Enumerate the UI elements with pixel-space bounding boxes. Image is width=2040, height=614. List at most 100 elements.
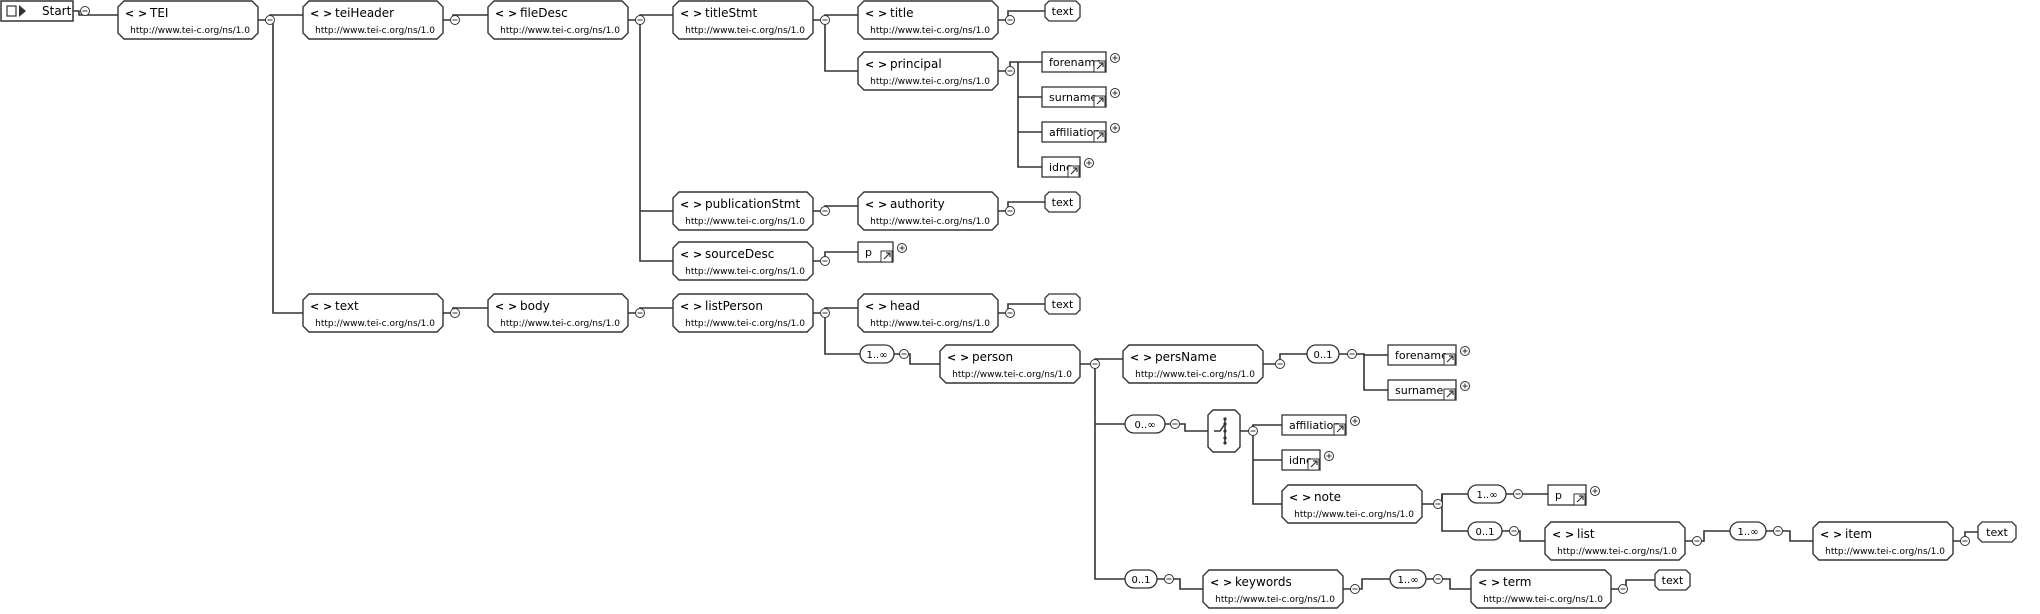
collapse-button[interactable] — [1170, 419, 1180, 429]
text-node[interactable]: text — [1654, 569, 1691, 591]
ref-node-principal_forename[interactable]: forename — [1041, 51, 1107, 73]
tag-icon: < > — [1820, 528, 1842, 541]
collapse-button[interactable] — [1513, 489, 1523, 499]
collapse-button[interactable] — [265, 15, 275, 25]
collapse-button[interactable] — [1248, 426, 1258, 436]
tag-icon: < > — [310, 300, 332, 313]
collapse-button[interactable] — [899, 349, 909, 359]
expand-button[interactable] — [1110, 53, 1120, 63]
ref-node-principal_idno[interactable]: idno — [1041, 156, 1081, 178]
collapse-button[interactable] — [1090, 359, 1100, 369]
ref-node-persname_forename[interactable]: forename — [1387, 344, 1457, 366]
text-node[interactable]: text — [1044, 293, 1081, 315]
tag-icon: < > — [947, 351, 969, 364]
expand-button[interactable] — [1324, 451, 1334, 461]
collapse-button[interactable] — [1005, 206, 1015, 216]
collapse-button[interactable] — [820, 15, 830, 25]
collapse-button[interactable] — [450, 15, 460, 25]
element-name: term — [1503, 575, 1532, 589]
reference-arrow-icon — [1093, 95, 1106, 108]
cardinality-badge: 0..∞ — [1124, 414, 1166, 434]
collapse-button[interactable] — [820, 256, 830, 266]
collapse-button[interactable] — [1350, 584, 1360, 594]
svg-text:0..1: 0..1 — [1313, 350, 1332, 361]
collapse-button[interactable] — [1275, 359, 1285, 369]
expand-button[interactable] — [1460, 346, 1470, 356]
element-name: text — [335, 299, 359, 313]
ref-node-person_affiliation[interactable]: affiliation — [1281, 414, 1347, 436]
collapse-button[interactable] — [450, 308, 460, 318]
text-node[interactable]: text — [1044, 191, 1081, 213]
tag-icon: < > — [495, 7, 517, 20]
ref-node-principal_surname[interactable]: surname — [1041, 86, 1107, 108]
reference-arrow-icon — [1443, 388, 1456, 401]
reference-arrow-icon — [1307, 458, 1320, 471]
element-name: TEI — [149, 6, 168, 20]
collapse-button[interactable] — [1347, 349, 1357, 359]
collapse-button[interactable] — [635, 308, 645, 318]
element-name: listPerson — [705, 299, 763, 313]
collapse-button[interactable] — [1005, 308, 1015, 318]
start-node[interactable]: Start — [0, 0, 74, 22]
expand-button[interactable] — [897, 243, 907, 253]
collapse-button[interactable] — [820, 308, 830, 318]
collapse-button[interactable] — [1164, 574, 1174, 584]
ref-node-note_p[interactable]: p — [1547, 484, 1587, 506]
collapse-button[interactable] — [1773, 526, 1783, 536]
collapse-button[interactable] — [635, 15, 645, 25]
element-name: list — [1577, 527, 1595, 541]
expand-button[interactable] — [1110, 88, 1120, 98]
collapse-button[interactable] — [1005, 15, 1015, 25]
collapse-button[interactable] — [1692, 536, 1702, 546]
ref-node-principal_affiliation[interactable]: affiliation — [1041, 121, 1107, 143]
collapse-button[interactable] — [1509, 526, 1519, 536]
collapse-button[interactable] — [80, 6, 90, 16]
collapse-buttons[interactable] — [80, 6, 1970, 594]
tag-icon: < > — [865, 300, 887, 313]
collapse-button[interactable] — [1433, 574, 1443, 584]
text-node[interactable]: text — [1977, 521, 2017, 543]
element-name: titleStmt — [705, 6, 757, 20]
text-node-label: text — [1052, 298, 1074, 311]
expand-button[interactable] — [1110, 123, 1120, 133]
ref-node-person_idno[interactable]: idno — [1281, 449, 1321, 471]
element-namespace: http://www.tei-c.org/ns/1.0 — [870, 319, 990, 329]
connector-lines — [73, 10, 1978, 590]
collapse-button[interactable] — [1433, 499, 1443, 509]
element-name: sourceDesc — [705, 247, 774, 261]
collapse-button[interactable] — [820, 206, 830, 216]
element-name: body — [520, 299, 550, 313]
element-namespace: http://www.tei-c.org/ns/1.0 — [1135, 370, 1255, 380]
element-node-publicationstmt[interactable]: < >publicationStmthttp://www.tei-c.org/n… — [672, 191, 814, 231]
expand-button[interactable] — [1350, 416, 1360, 426]
text-node[interactable]: text — [1044, 0, 1081, 22]
expand-button[interactable] — [1590, 486, 1600, 496]
collapse-button[interactable] — [1618, 584, 1628, 594]
ref-node-persname_surname[interactable]: surname — [1387, 379, 1457, 401]
collapse-button[interactable] — [1960, 536, 1970, 546]
expand-button[interactable] — [1084, 158, 1094, 168]
collapse-button[interactable] — [1005, 66, 1015, 76]
svg-text:0..1: 0..1 — [1475, 527, 1494, 538]
ref-node-sourcedesc_p[interactable]: p — [857, 241, 894, 263]
expand-button[interactable] — [1460, 381, 1470, 391]
